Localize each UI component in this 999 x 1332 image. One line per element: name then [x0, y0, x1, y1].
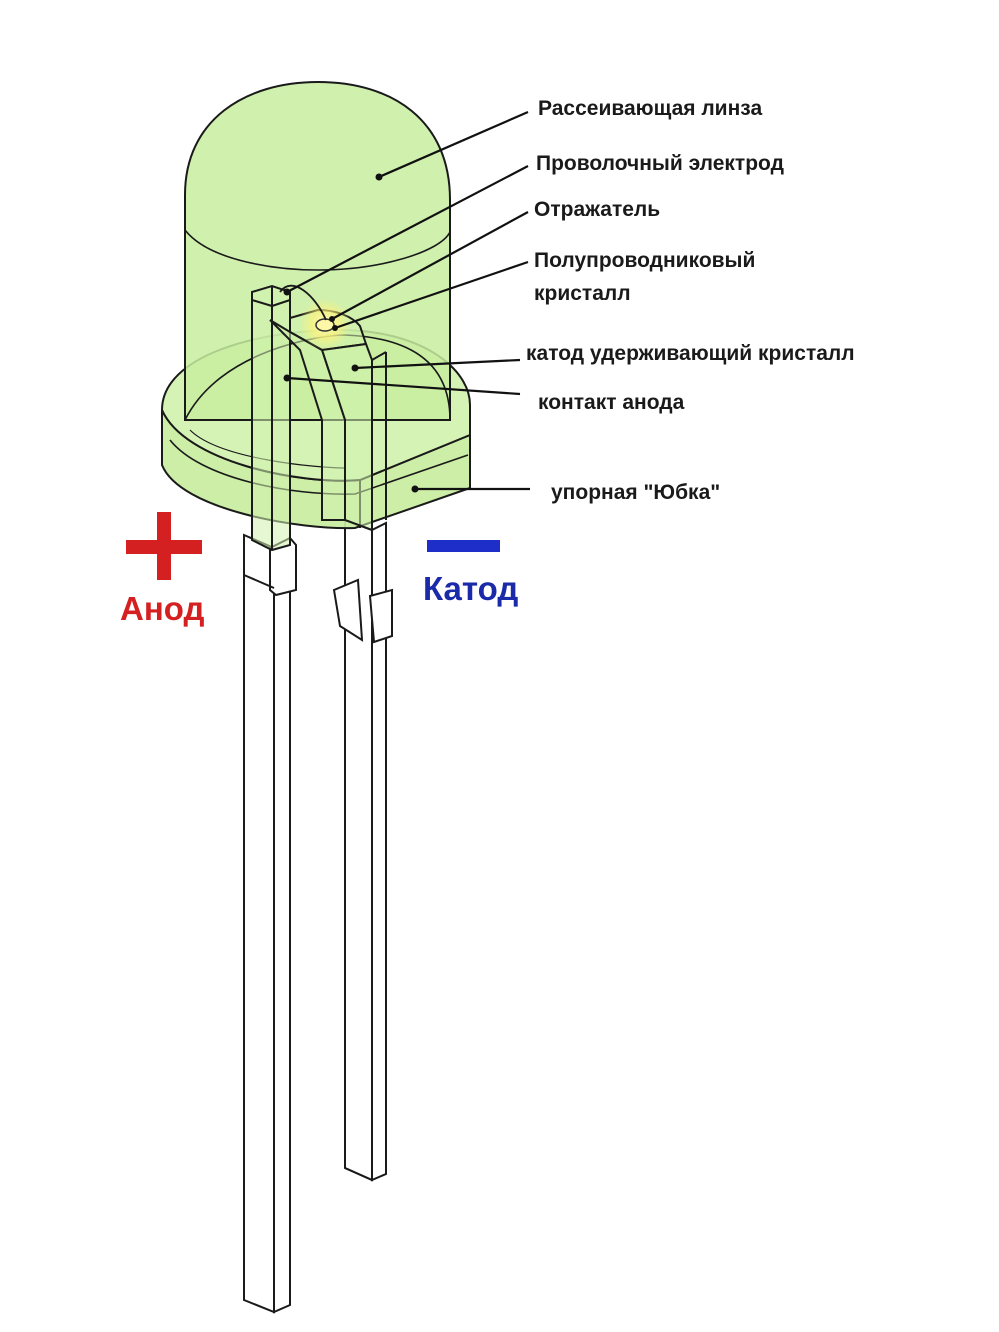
label-anode-contact: контакт анода [538, 391, 685, 414]
anode-lead [243, 533, 297, 1314]
label-wire: Проволочный электрод [536, 152, 784, 175]
label-lens: Рассеивающая линза [538, 97, 763, 120]
label-cathode-holder: катод удерживающий кристалл [526, 342, 855, 365]
label-reflector: Отражатель [534, 198, 661, 221]
cathode-label: Катод [423, 570, 519, 607]
label-flange: упорная "Юбка" [551, 481, 721, 504]
anode-label: Анод [120, 590, 205, 627]
minus-icon [427, 540, 500, 552]
leader-dots [283, 173, 419, 493]
plus-icon [126, 512, 202, 580]
cathode-lead [332, 518, 393, 1182]
internal-anode-post [251, 284, 291, 552]
leader-lines [286, 110, 530, 491]
label-chip: Полупроводниковый кристалл [534, 249, 756, 305]
wire [279, 284, 327, 321]
